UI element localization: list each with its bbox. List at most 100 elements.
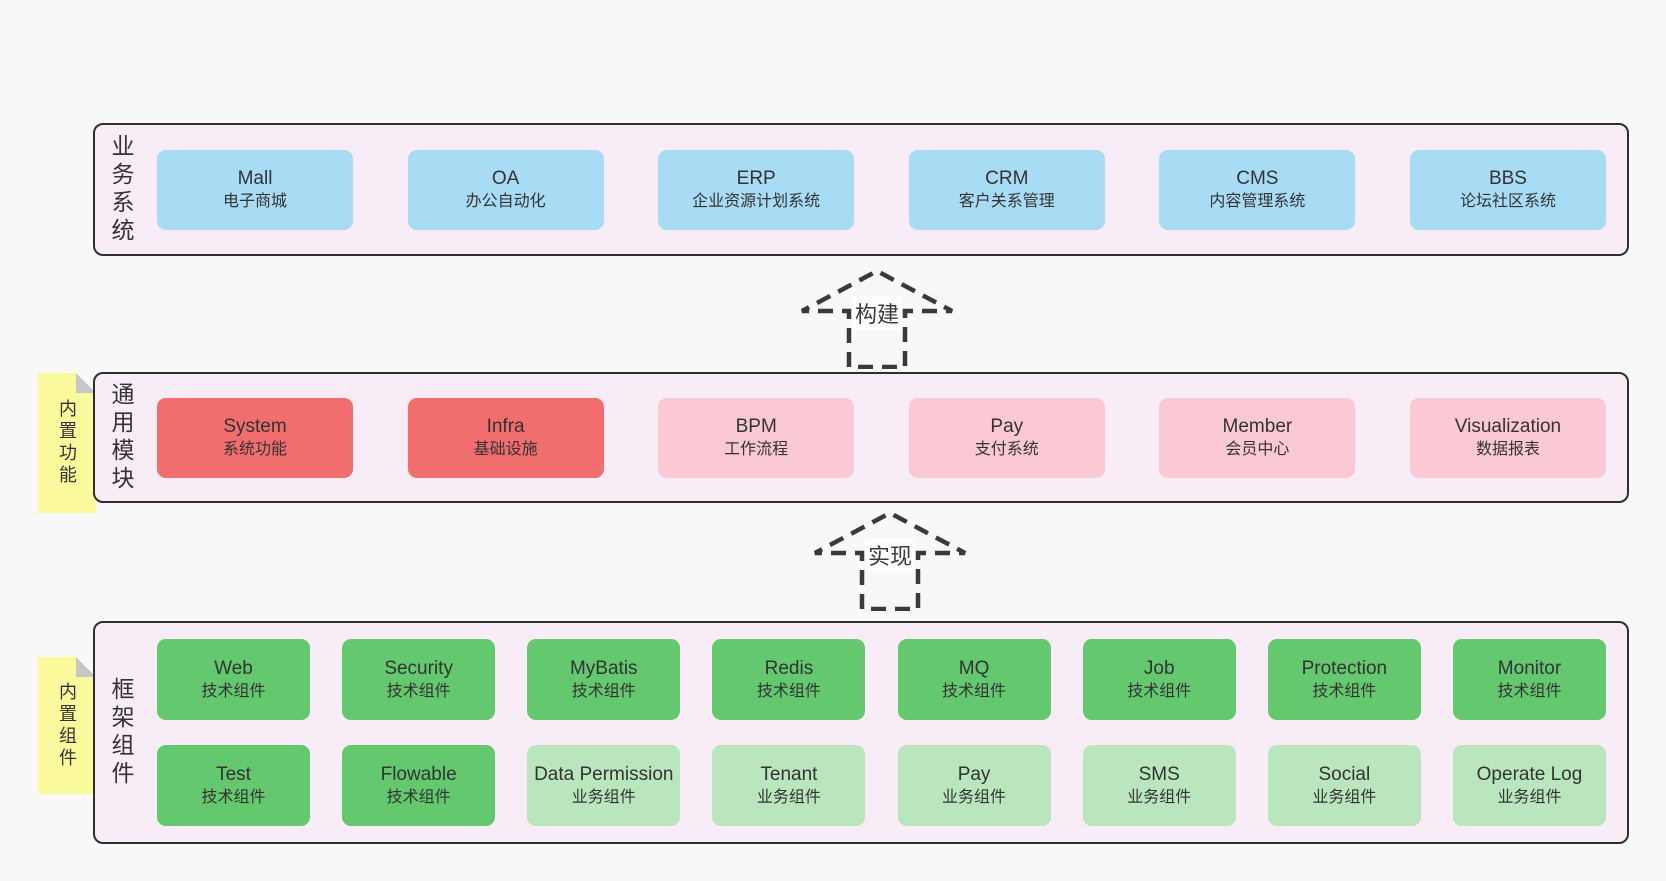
box-title-en: System (223, 416, 287, 438)
business-box-row: Mall 电子商城 OA 办公自动化 ERP 企业资源计划系统 CRM 客户关系… (143, 149, 1627, 230)
box-mall: Mall 电子商城 (157, 149, 353, 230)
box-pay-module: Pay 支付系统 (908, 397, 1105, 478)
box-title-en: Web (214, 658, 253, 680)
sticky-note-builtin-components: 内置组件 (38, 657, 96, 794)
box-subtitle-zh: 业务组件 (756, 789, 821, 807)
box-subtitle-zh: 客户关系管理 (958, 193, 1055, 211)
dashed-up-arrow-icon (813, 510, 967, 611)
box-system: System 系统功能 (157, 397, 353, 478)
box-protection: Protection 技术组件 (1267, 639, 1421, 720)
sticky-note-builtin-features: 内置功能 (38, 373, 96, 513)
panel-common-modules: 通用模块 System 系统功能 Infra 基础设施 BPM 工作流程 Pay… (93, 372, 1629, 503)
box-title-en: Flowable (380, 764, 457, 786)
box-operate-log: Operate Log 业务组件 (1452, 745, 1606, 826)
arrow-implement-label: 实现 (864, 538, 916, 572)
box-title-en: CMS (1236, 168, 1279, 190)
box-title-en: Job (1143, 658, 1175, 680)
framework-box-rows: Web 技术组件 Security 技术组件 MyBatis 技术组件 Redi… (143, 639, 1627, 826)
box-subtitle-zh: 业务组件 (571, 789, 636, 807)
framework-row-1: Web 技术组件 Security 技术组件 MyBatis 技术组件 Redi… (157, 639, 1606, 720)
box-subtitle-zh: 业务组件 (942, 789, 1007, 807)
box-erp: ERP 企业资源计划系统 (658, 149, 855, 230)
box-subtitle-zh: 企业资源计划系统 (692, 193, 821, 211)
box-subtitle-zh: 业务组件 (1497, 789, 1562, 807)
box-oa: OA 办公自动化 (407, 149, 604, 230)
box-subtitle-zh: 业务组件 (1127, 789, 1192, 807)
box-subtitle-zh: 技术组件 (201, 789, 266, 807)
box-subtitle-zh: 基础设施 (473, 441, 538, 459)
box-tenant: Tenant 业务组件 (712, 745, 866, 826)
box-member: Member 会员中心 (1159, 397, 1356, 478)
arrow-build: 构建 (792, 263, 962, 369)
box-subtitle-zh: 工作流程 (724, 441, 789, 459)
box-title-en: OA (491, 168, 520, 190)
box-title-en: Monitor (1497, 658, 1562, 680)
box-subtitle-zh: 技术组件 (1127, 683, 1192, 701)
box-subtitle-zh: 办公自动化 (465, 193, 546, 211)
box-subtitle-zh: 论坛社区系统 (1459, 193, 1556, 211)
box-subtitle-zh: 技术组件 (1497, 683, 1562, 701)
box-visualization: Visualization 数据报表 (1409, 397, 1606, 478)
box-job: Job 技术组件 (1082, 639, 1236, 720)
arrow-implement: 实现 (805, 505, 975, 611)
box-title-en: Operate Log (1476, 764, 1583, 786)
box-title-en: Social (1318, 764, 1371, 786)
box-title-en: Security (384, 658, 453, 680)
box-sms: SMS 业务组件 (1082, 745, 1236, 826)
box-social: Social 业务组件 (1267, 745, 1421, 826)
box-title-en: Protection (1301, 658, 1388, 680)
box-security: Security 技术组件 (342, 639, 496, 720)
box-subtitle-zh: 数据报表 (1475, 441, 1540, 459)
box-subtitle-zh: 技术组件 (1312, 683, 1377, 701)
box-subtitle-zh: 系统功能 (222, 441, 287, 459)
box-title-en: Visualization (1454, 416, 1562, 438)
box-cms: CMS 内容管理系统 (1159, 149, 1356, 230)
box-title-en: ERP (736, 168, 776, 190)
box-mybatis: MyBatis 技术组件 (527, 639, 681, 720)
box-title-en: Data Permission (534, 764, 674, 786)
box-monitor: Monitor 技术组件 (1452, 639, 1606, 720)
framework-row-2: Test 技术组件 Flowable 技术组件 Data Permission … (157, 745, 1606, 826)
panel-business-label: 业务系统 (108, 133, 134, 246)
box-title-en: Mall (237, 168, 273, 190)
sticky-note-text: 内置组件 (57, 681, 77, 770)
box-infra: Infra 基础设施 (407, 397, 604, 478)
panel-framework-components: 框架组件 Web 技术组件 Security 技术组件 MyBatis 技术组件… (93, 621, 1629, 844)
box-title-en: Pay (990, 416, 1024, 438)
box-subtitle-zh: 技术组件 (386, 683, 451, 701)
panel-framework-label: 框架组件 (108, 676, 134, 789)
box-title-en: Test (216, 764, 251, 786)
box-subtitle-zh: 技术组件 (756, 683, 821, 701)
box-mq: MQ 技术组件 (897, 639, 1051, 720)
box-title-en: MyBatis (569, 658, 638, 680)
box-bbs: BBS 论坛社区系统 (1409, 149, 1606, 230)
modules-box-row: System 系统功能 Infra 基础设施 BPM 工作流程 Pay 支付系统… (143, 397, 1627, 478)
box-title-en: Tenant (760, 764, 818, 786)
box-subtitle-zh: 业务组件 (1312, 789, 1377, 807)
box-subtitle-zh: 技术组件 (571, 683, 636, 701)
box-pay-component: Pay 业务组件 (897, 745, 1051, 826)
box-redis: Redis 技术组件 (712, 639, 866, 720)
box-title-en: BBS (1488, 168, 1527, 190)
box-title-en: Pay (957, 764, 991, 786)
box-crm: CRM 客户关系管理 (908, 149, 1105, 230)
box-web: Web 技术组件 (157, 639, 310, 720)
arrow-build-label: 构建 (851, 296, 903, 330)
box-bpm: BPM 工作流程 (658, 397, 855, 478)
box-subtitle-zh: 支付系统 (974, 441, 1039, 459)
box-title-en: CRM (985, 168, 1029, 190)
box-title-en: SMS (1138, 764, 1180, 786)
box-subtitle-zh: 会员中心 (1225, 441, 1290, 459)
box-title-en: Infra (486, 416, 525, 438)
box-subtitle-zh: 技术组件 (386, 789, 451, 807)
box-subtitle-zh: 技术组件 (201, 683, 266, 701)
sticky-note-text: 内置功能 (57, 399, 77, 487)
panel-modules-label: 通用模块 (108, 381, 134, 494)
box-subtitle-zh: 电子商城 (222, 193, 287, 211)
dashed-up-arrow-icon (800, 268, 954, 369)
box-test: Test 技术组件 (157, 745, 310, 826)
box-title-en: BPM (735, 416, 777, 438)
panel-business-systems: 业务系统 Mall 电子商城 OA 办公自动化 ERP 企业资源计划系统 CRM… (93, 123, 1629, 256)
box-title-en: Redis (764, 658, 814, 680)
